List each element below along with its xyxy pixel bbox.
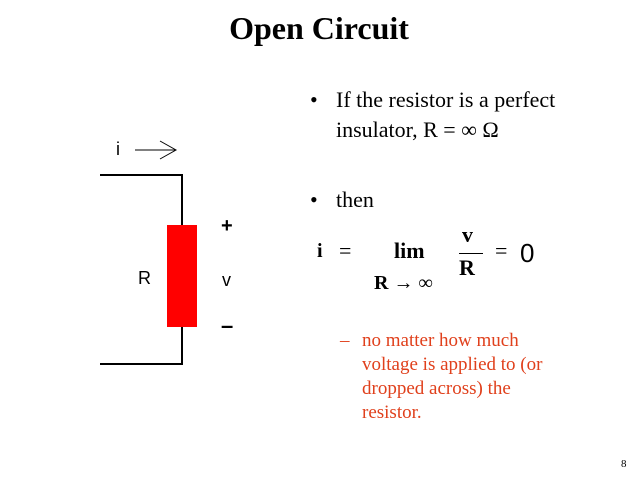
minus-sign: – xyxy=(221,313,234,338)
sub-bullet-marker: – xyxy=(340,330,350,351)
bullet-line: If the resistor is a perfect xyxy=(336,87,556,112)
bullet-line: then xyxy=(336,187,374,212)
slide-title: Open Circuit xyxy=(229,10,409,46)
sub-bullet-line: voltage is applied to (or xyxy=(362,354,543,375)
fraction-bar xyxy=(459,253,483,254)
equation-lim-subscript: R → ∞ xyxy=(374,272,433,294)
equation-equals: = xyxy=(339,238,352,263)
bullet-marker: • xyxy=(310,87,318,112)
equation-equals-2: = xyxy=(495,238,508,263)
current-label: i xyxy=(116,139,120,159)
resistor xyxy=(167,225,197,327)
sub-bullet-line: no matter how much xyxy=(362,330,519,351)
sub-bullet-note: – no matter how much voltage is applied … xyxy=(340,329,600,429)
bullet-marker: • xyxy=(310,187,318,212)
sub-bullet-line: dropped across) the xyxy=(362,378,511,399)
bullet-then: • then xyxy=(310,186,430,216)
equation-result: 0 xyxy=(520,238,535,268)
equation-numerator: v xyxy=(462,222,473,247)
page-number: 8 xyxy=(621,458,627,470)
equation-lim: lim xyxy=(394,238,425,263)
top-wire xyxy=(100,174,183,225)
equation-lhs: i xyxy=(317,240,323,262)
bullet-line: insulator, R = ∞ Ω xyxy=(336,117,499,142)
sub-bullet-line: resistor. xyxy=(362,402,422,423)
plus-sign: + xyxy=(221,215,233,237)
resistor-label: R xyxy=(138,268,151,288)
bullet-perfect-insulator: • If the resistor is a perfect insulator… xyxy=(310,86,610,146)
voltage-label: v xyxy=(222,270,231,290)
current-arrow-head xyxy=(159,140,178,160)
bottom-wire xyxy=(100,327,183,365)
equation-denominator: R xyxy=(459,255,475,280)
